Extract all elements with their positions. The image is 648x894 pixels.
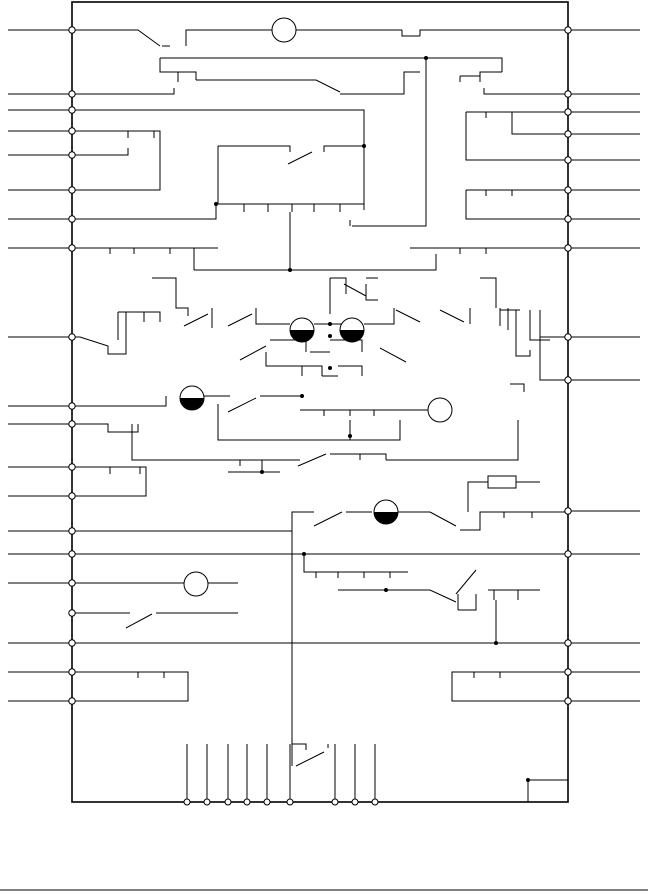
junction-1: [362, 144, 366, 148]
right-terminal-12: [564, 639, 572, 647]
right-external-leads: [568, 29, 640, 702]
right-terminal-9: [564, 376, 572, 384]
left-terminal-2: [68, 106, 76, 114]
junction-6: [328, 366, 332, 370]
bottom-terminal-4: [263, 798, 271, 806]
junction-9: [260, 470, 264, 474]
right-terminal-14: [564, 697, 572, 705]
left-terminal-16: [68, 609, 76, 617]
lamp-4: [427, 397, 453, 423]
left-terminal-19: [68, 697, 76, 705]
junction-13: [526, 778, 530, 782]
bottom-terminal-8: [371, 798, 379, 806]
junction-10: [302, 552, 306, 556]
left-terminal-12: [68, 492, 76, 500]
right-terminal-8: [564, 333, 572, 341]
left-terminal-7: [68, 244, 76, 252]
bottom-terminal-3: [243, 798, 251, 806]
junction-2: [214, 202, 218, 206]
right-terminal-1: [564, 90, 572, 98]
left-terminal-5: [68, 186, 76, 194]
bottom-terminal-6: [331, 798, 339, 806]
left-terminal-6: [68, 215, 76, 223]
left-terminal-9: [68, 402, 76, 410]
left-terminal-13: [68, 527, 76, 535]
lamp-2: [339, 317, 365, 343]
junction-11: [384, 588, 388, 592]
right-terminal-4: [564, 156, 572, 164]
bottom-terminal-5: [286, 798, 294, 806]
left-terminal-8: [68, 333, 76, 341]
junction-12: [494, 641, 498, 645]
indicator-lamps: [179, 17, 453, 597]
lamp-6: [183, 571, 209, 597]
right-terminal-5: [564, 186, 572, 194]
junction-dots: [214, 56, 530, 782]
lamp-0: [271, 17, 297, 43]
terminals: [68, 26, 572, 806]
left-terminal-11: [68, 463, 76, 471]
lamp-3: [179, 385, 205, 411]
enclosure-frame: [71, 1, 569, 803]
left-terminal-1: [68, 90, 76, 98]
left-terminal-3: [68, 127, 76, 135]
junction-4: [328, 322, 332, 326]
left-terminal-4: [68, 151, 76, 159]
left-terminal-18: [68, 668, 76, 676]
left-terminal-17: [68, 639, 76, 647]
left-external-leads: [8, 29, 72, 702]
right-terminal-13: [564, 668, 572, 676]
internal-wiring: [72, 29, 568, 802]
junction-5: [328, 334, 332, 338]
bottom-terminal-2: [224, 798, 232, 806]
junction-0: [424, 56, 428, 60]
right-terminal-10: [564, 507, 572, 515]
right-terminal-6: [564, 215, 572, 223]
right-terminal-7: [564, 244, 572, 252]
junction-7: [300, 394, 304, 398]
bottom-terminal-7: [351, 798, 359, 806]
relay-coil-box: [487, 475, 517, 489]
junction-8: [348, 434, 352, 438]
right-terminal-11: [564, 550, 572, 558]
right-terminal-2: [564, 108, 572, 116]
junction-3: [288, 268, 292, 272]
right-terminal-0: [564, 26, 572, 34]
left-terminal-0: [68, 26, 76, 34]
lamp-5: [373, 499, 399, 525]
left-terminal-15: [68, 579, 76, 587]
bottom-terminal-1: [203, 798, 211, 806]
right-terminal-3: [564, 130, 572, 138]
bottom-terminal-0: [183, 798, 191, 806]
bottom-external-leads: [186, 744, 376, 802]
left-terminal-10: [68, 420, 76, 428]
left-terminal-14: [68, 550, 76, 558]
lamp-1: [289, 317, 315, 343]
